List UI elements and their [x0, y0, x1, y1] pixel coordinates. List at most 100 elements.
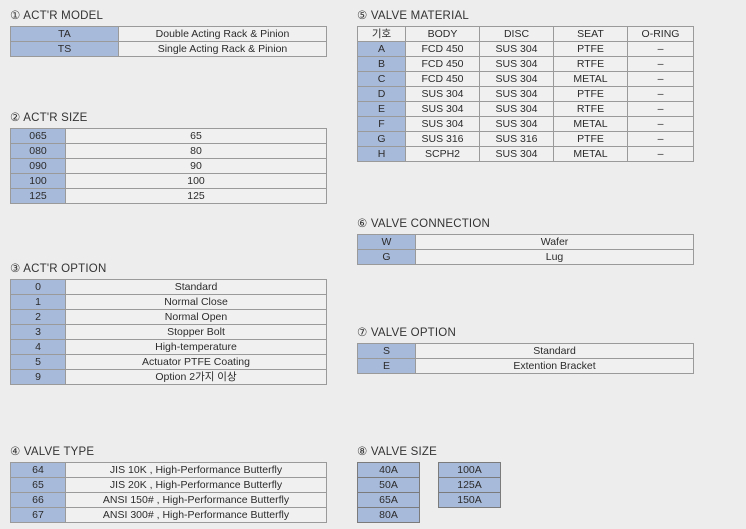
cell-seat: METAL — [553, 116, 628, 132]
table-row: 80A — [357, 507, 420, 523]
cell-code: 67 — [10, 507, 66, 523]
cell-description: Lug — [415, 249, 694, 265]
table-row: 40A — [357, 462, 420, 478]
cell-code: 125 — [10, 188, 66, 204]
cell-valve-size: 100A — [438, 462, 501, 478]
cell-body: FCD 450 — [405, 41, 480, 57]
cell-disc: SUS 304 — [479, 116, 554, 132]
column-header: 기호 — [357, 26, 406, 42]
cell-code: S — [357, 343, 416, 359]
cell-description: Actuator PTFE Coating — [65, 354, 327, 370]
cell-description: 90 — [65, 158, 327, 174]
cell-oring: – — [627, 86, 694, 102]
cell-oring: – — [627, 101, 694, 117]
section-title-actr-option: ③ ACT'R OPTION — [10, 263, 107, 275]
section-title-valve-size: ⑧ VALVE SIZE — [357, 446, 438, 458]
cell-seat: METAL — [553, 71, 628, 87]
cell-disc: SUS 304 — [479, 56, 554, 72]
cell-description: High-temperature — [65, 339, 327, 355]
cell-code: 0 — [10, 279, 66, 295]
cell-oring: – — [627, 116, 694, 132]
section-title-valve-connection: ⑥ VALVE CONNECTION — [357, 218, 490, 230]
cell-body: SUS 304 — [405, 101, 480, 117]
table-row: 150A — [438, 492, 501, 508]
cell-description: Single Acting Rack & Pinion — [118, 41, 327, 57]
table-row: 65A — [357, 492, 420, 508]
cell-code: 090 — [10, 158, 66, 174]
cell-description: 100 — [65, 173, 327, 189]
cell-code: 1 — [10, 294, 66, 310]
cell-code: TS — [10, 41, 119, 57]
table-row: 50A — [357, 477, 420, 493]
cell-valve-size: 65A — [357, 492, 420, 508]
cell-description: ANSI 150# , High-Performance Butterfly — [65, 492, 327, 508]
cell-disc: SUS 316 — [479, 131, 554, 147]
cell-code: 65 — [10, 477, 66, 493]
cell-code: 4 — [10, 339, 66, 355]
cell-symbol: H — [357, 146, 406, 162]
cell-description: Standard — [415, 343, 694, 359]
cell-symbol: F — [357, 116, 406, 132]
cell-disc: SUS 304 — [479, 86, 554, 102]
cell-valve-size: 40A — [357, 462, 420, 478]
table-row: 125A — [438, 477, 501, 493]
cell-code: TA — [10, 26, 119, 42]
cell-valve-size: 125A — [438, 477, 501, 493]
cell-oring: – — [627, 56, 694, 72]
cell-description: 65 — [65, 128, 327, 144]
cell-code: 64 — [10, 462, 66, 478]
table-row: 100A — [438, 462, 501, 478]
cell-description: Standard — [65, 279, 327, 295]
column-header: DISC — [479, 26, 554, 42]
cell-valve-size: 50A — [357, 477, 420, 493]
cell-description: Stopper Bolt — [65, 324, 327, 340]
cell-body: SCPH2 — [405, 146, 480, 162]
cell-body: FCD 450 — [405, 71, 480, 87]
cell-code: 080 — [10, 143, 66, 159]
cell-code: 9 — [10, 369, 66, 385]
cell-description: ANSI 300# , High-Performance Butterfly — [65, 507, 327, 523]
cell-code: 66 — [10, 492, 66, 508]
cell-oring: – — [627, 131, 694, 147]
section-title-actr-size: ② ACT'R SIZE — [10, 112, 88, 124]
cell-description: 125 — [65, 188, 327, 204]
section-title-valve-type: ④ VALVE TYPE — [10, 446, 95, 458]
cell-oring: – — [627, 71, 694, 87]
cell-body: FCD 450 — [405, 56, 480, 72]
cell-description: 80 — [65, 143, 327, 159]
section-title-actr-model: ① ACT'R MODEL — [10, 10, 104, 22]
